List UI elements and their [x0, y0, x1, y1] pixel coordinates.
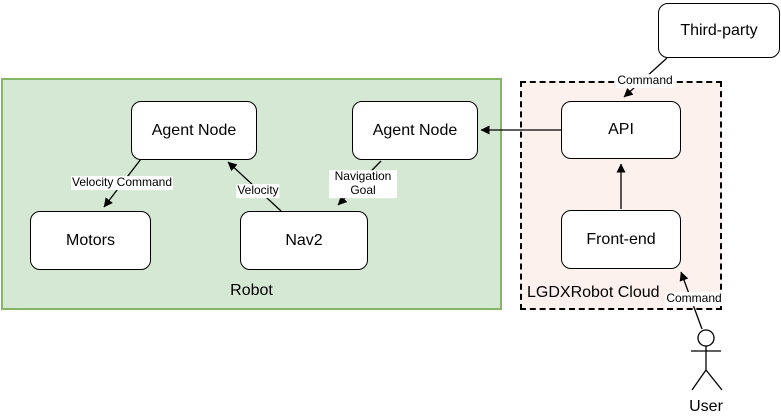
edge-label-velocity: Velocity: [236, 183, 280, 198]
lgdxrobot-cloud-label: LGDXRobot Cloud: [527, 284, 660, 301]
edge-label-command-top: Command: [616, 73, 674, 88]
edge-label-command-bottom: Command: [665, 291, 723, 306]
node-motors-label: Motors: [66, 231, 115, 249]
node-motors: Motors: [30, 211, 151, 270]
node-api-label: API: [608, 121, 634, 138]
node-api: API: [561, 101, 681, 159]
edge-label-velocity-command: Velocity Command: [70, 175, 174, 190]
node-agent-node-left: Agent Node: [131, 101, 257, 160]
node-agent-node-right: Agent Node: [352, 101, 478, 160]
edge-label-navigation-goal: Navigation Goal: [329, 169, 397, 198]
node-agent-node-right-label: Agent Node: [372, 121, 458, 139]
user-actor-label: User: [689, 398, 723, 415]
node-nav2: Nav2: [240, 211, 368, 270]
robot-container-label: Robot: [230, 282, 273, 299]
user-stick-figure-icon: [691, 329, 723, 391]
node-front-end: Front-end: [561, 210, 681, 269]
node-agent-node-left-label: Agent Node: [151, 121, 237, 139]
node-front-end-label: Front-end: [586, 230, 656, 248]
node-nav2-label: Nav2: [285, 231, 323, 249]
node-third-party: Third-party: [658, 3, 780, 58]
node-third-party-label: Third-party: [680, 21, 758, 39]
